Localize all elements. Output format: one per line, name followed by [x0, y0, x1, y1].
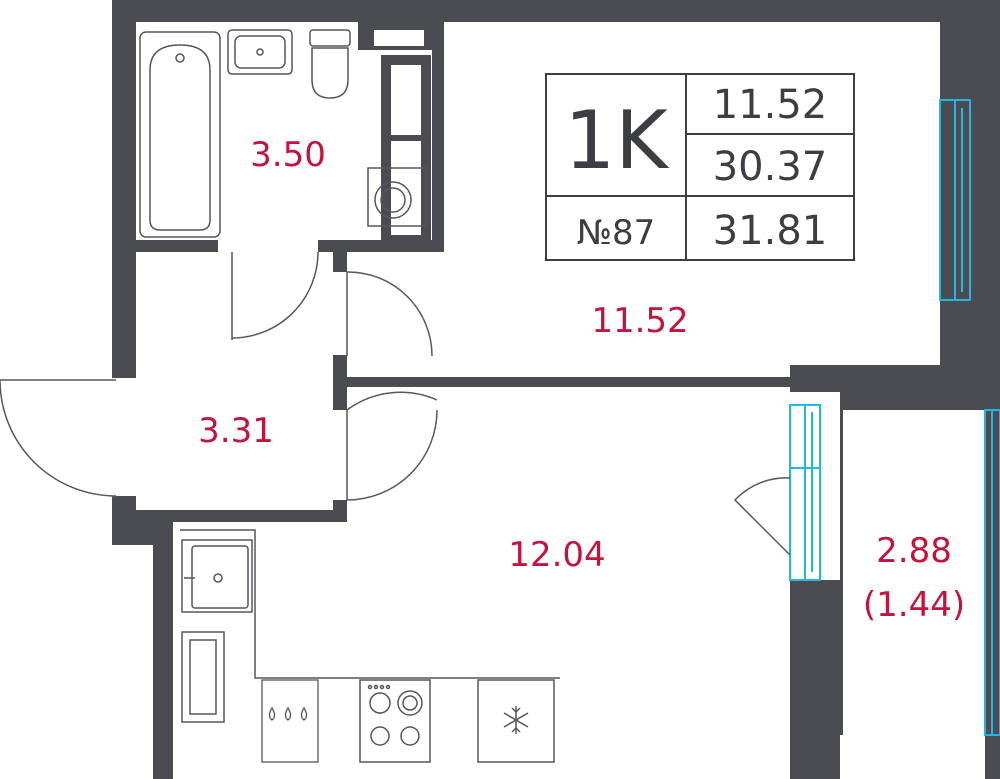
- balcony-door-window: [789, 404, 821, 581]
- balcony-reduced-area: (1.44): [863, 585, 965, 625]
- area-with-balcony-value: 31.81: [713, 208, 828, 254]
- bathroom-wall-right: [432, 22, 444, 252]
- balcony-interior: [843, 410, 985, 735]
- wall-segment-right: [940, 300, 1000, 410]
- wall-stub-balcony: [790, 580, 840, 779]
- kitchen-living-area: 12.04: [508, 535, 605, 575]
- info-box: 1K №87 11.52 30.37 31.81: [545, 73, 855, 261]
- hall-wall-mid: [333, 355, 347, 410]
- hall-bedroom-wall: [333, 252, 347, 272]
- snowflake-icon: [503, 706, 529, 734]
- living-area-value: 11.52: [713, 82, 828, 128]
- toilet-icon: [309, 29, 351, 99]
- apartment-number: №87: [577, 213, 656, 253]
- hall-area: 3.31: [198, 411, 274, 451]
- bathroom-area: 3.50: [250, 135, 326, 175]
- door-swings: [0, 251, 791, 556]
- stove-icon: [359, 679, 431, 763]
- balcony-area: 2.88: [876, 531, 952, 571]
- kitchen-cabinet: [181, 631, 225, 723]
- kitchen-counter: [180, 529, 560, 679]
- water-drops-icon: [261, 679, 319, 763]
- hall-bottom-wall: [136, 510, 347, 522]
- apartment-type: 1K: [564, 94, 670, 187]
- bedroom-area: 11.52: [591, 301, 688, 341]
- bedroom-window: [939, 99, 971, 301]
- entrance-opening: [108, 378, 140, 496]
- kitchen-sink-icon: [181, 539, 253, 613]
- bedroom-living-wall: [347, 377, 790, 387]
- bathtub-icon: [139, 31, 221, 238]
- fridge-icon: [477, 679, 555, 763]
- shaft-inner: [374, 30, 424, 46]
- total-area-value: 30.37: [713, 144, 828, 190]
- cabinet: [381, 55, 431, 245]
- washing-machine-icon: [367, 167, 427, 227]
- bathroom-wall-bottom: [136, 240, 218, 252]
- washbasin-icon: [227, 29, 293, 75]
- balcony-window: [984, 409, 1000, 736]
